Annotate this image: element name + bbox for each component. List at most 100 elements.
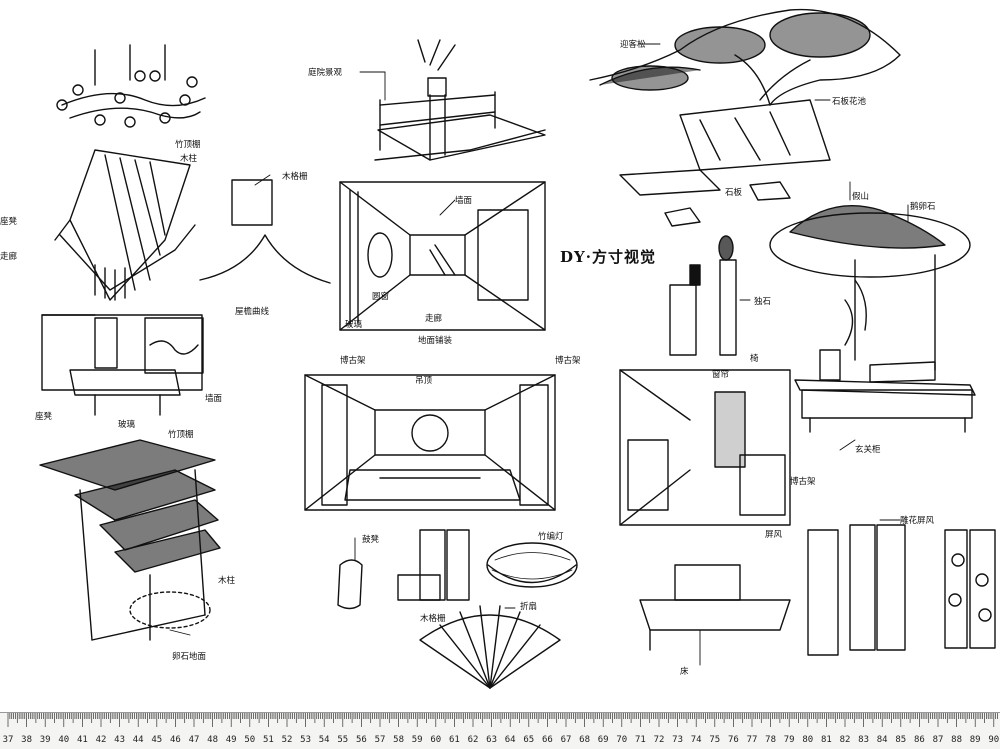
label-screen: 屏风 xyxy=(765,530,783,540)
ruler-number: 53 xyxy=(300,735,312,745)
label-stone-slabs: 石板 xyxy=(725,188,743,198)
ruler-number: 38 xyxy=(21,735,33,745)
stepping-stones-sketch xyxy=(664,181,791,227)
ruler-number: 65 xyxy=(523,735,535,745)
ruler-number: 68 xyxy=(579,735,591,745)
label-bamboo-roof: 竹顶棚 xyxy=(168,430,194,440)
label-carved-screen: 雕花屏风 xyxy=(900,516,935,526)
ruler-number: 64 xyxy=(504,735,516,745)
label-rockery: 假山 xyxy=(852,192,870,202)
ruler-number: 57 xyxy=(374,735,386,745)
ruler-number: 54 xyxy=(318,735,330,745)
ruler-number: 45 xyxy=(151,735,163,745)
ruler-number: 39 xyxy=(39,735,51,745)
label-wood-grille-top: 木格栅 xyxy=(282,172,308,182)
brand-title: DY·方寸视觉 xyxy=(560,248,656,266)
ruler-number: 79 xyxy=(783,735,795,745)
ruler-number: 50 xyxy=(244,735,256,745)
ruler-number: 41 xyxy=(76,735,88,745)
folding-screen-sketch xyxy=(807,524,996,656)
ruler-number: 61 xyxy=(448,735,460,745)
pedestal-sketch xyxy=(669,235,737,356)
label-glass: 玻璃 xyxy=(345,320,363,330)
ruler-number: 73 xyxy=(672,735,684,745)
ruler-number: 43 xyxy=(114,735,126,745)
ruler-number: 85 xyxy=(895,735,907,745)
ruler-number: 42 xyxy=(95,735,107,745)
label-pavilion-view: 庭院景观 xyxy=(308,68,343,78)
ruler-number: 55 xyxy=(337,735,349,745)
roof-curve-sketch xyxy=(199,179,331,284)
label-pedestal: 独石 xyxy=(754,297,772,307)
living-room-sketch xyxy=(304,374,556,511)
label-bed: 床 xyxy=(680,667,689,677)
ruler-number: 37 xyxy=(2,735,14,745)
label-lamp: 竹编灯 xyxy=(538,532,564,542)
label-stool: 鼓凳 xyxy=(362,535,380,545)
label-shelf-right: 博古架 xyxy=(555,356,581,366)
ruler-number: 46 xyxy=(169,735,181,745)
bedroom-sketch xyxy=(619,369,791,526)
ruler-number: 67 xyxy=(560,735,572,745)
ruler-number: 52 xyxy=(281,735,293,745)
ruler-number: 66 xyxy=(541,735,553,745)
ruler-number: 63 xyxy=(486,735,498,745)
pine-tree-sketch xyxy=(589,8,901,196)
label-shelf-left: 博古架 xyxy=(340,356,366,366)
label-pine: 迎客松 xyxy=(620,40,646,50)
ruler-number: 62 xyxy=(467,735,479,745)
label-screen-floor: 地面铺装 xyxy=(418,336,453,346)
ruler-number: 40 xyxy=(58,735,70,745)
label-wall-left: 墙面 xyxy=(205,394,223,404)
ruler-number: 82 xyxy=(839,735,851,745)
label-glass-left: 玻璃 xyxy=(118,420,136,430)
fan-sketch xyxy=(419,605,561,689)
ruler-number: 71 xyxy=(634,735,646,745)
label-stones: 鹅卵石 xyxy=(910,202,936,212)
pergola-sketch xyxy=(39,439,221,641)
ruler-ticks xyxy=(7,713,998,727)
ruler-number: 78 xyxy=(765,735,777,745)
chandelier-sketch xyxy=(56,44,206,128)
stool-sketch xyxy=(337,559,363,610)
ruler-number: 69 xyxy=(597,735,609,745)
ruler-number: 87 xyxy=(932,735,944,745)
ruler-number: 76 xyxy=(727,735,739,745)
ruler-number: 77 xyxy=(746,735,758,745)
ruler-number: 58 xyxy=(393,735,405,745)
ruler-number: 51 xyxy=(262,735,274,745)
ruler-number: 90 xyxy=(988,735,1000,745)
ruler-number: 89 xyxy=(969,735,981,745)
label-bamboo-ceiling: 竹顶棚 xyxy=(175,140,201,150)
ruler-number: 48 xyxy=(207,735,219,745)
ruler-number: 83 xyxy=(858,735,870,745)
label-wall-panel: 墙面 xyxy=(455,196,473,206)
sketch-drawing xyxy=(39,8,996,689)
label-railing: 座凳 xyxy=(0,217,18,227)
label-corridor: 走廊 xyxy=(425,314,443,324)
room-sketch-left xyxy=(41,314,204,416)
label-round-window: 圆窗 xyxy=(372,292,390,302)
corridor-sketch xyxy=(339,181,546,331)
railing-sketch xyxy=(374,39,546,161)
label-pebbles: 卵石地面 xyxy=(172,652,207,662)
label-console: 玄关柜 xyxy=(855,445,881,455)
ruler-number: 72 xyxy=(653,735,665,745)
ruler-number: 84 xyxy=(876,735,888,745)
label-tree-planter: 石板花池 xyxy=(832,97,867,107)
label-stair: 走廊 xyxy=(0,252,18,262)
ruler-number: 47 xyxy=(188,735,200,745)
console-sketch xyxy=(794,349,976,433)
label-bench: 座凳 xyxy=(35,412,53,422)
bed-sketch xyxy=(639,564,791,651)
ruler-number: 75 xyxy=(709,735,721,745)
ruler-number: 49 xyxy=(225,735,237,745)
lamp-sketch xyxy=(486,542,578,588)
rockery-sketch xyxy=(769,204,971,371)
ruler-number: 60 xyxy=(430,735,442,745)
ruler-number: 56 xyxy=(355,735,367,745)
label-ceiling: 吊顶 xyxy=(415,376,433,386)
label-shelf: 博古架 xyxy=(790,477,816,487)
